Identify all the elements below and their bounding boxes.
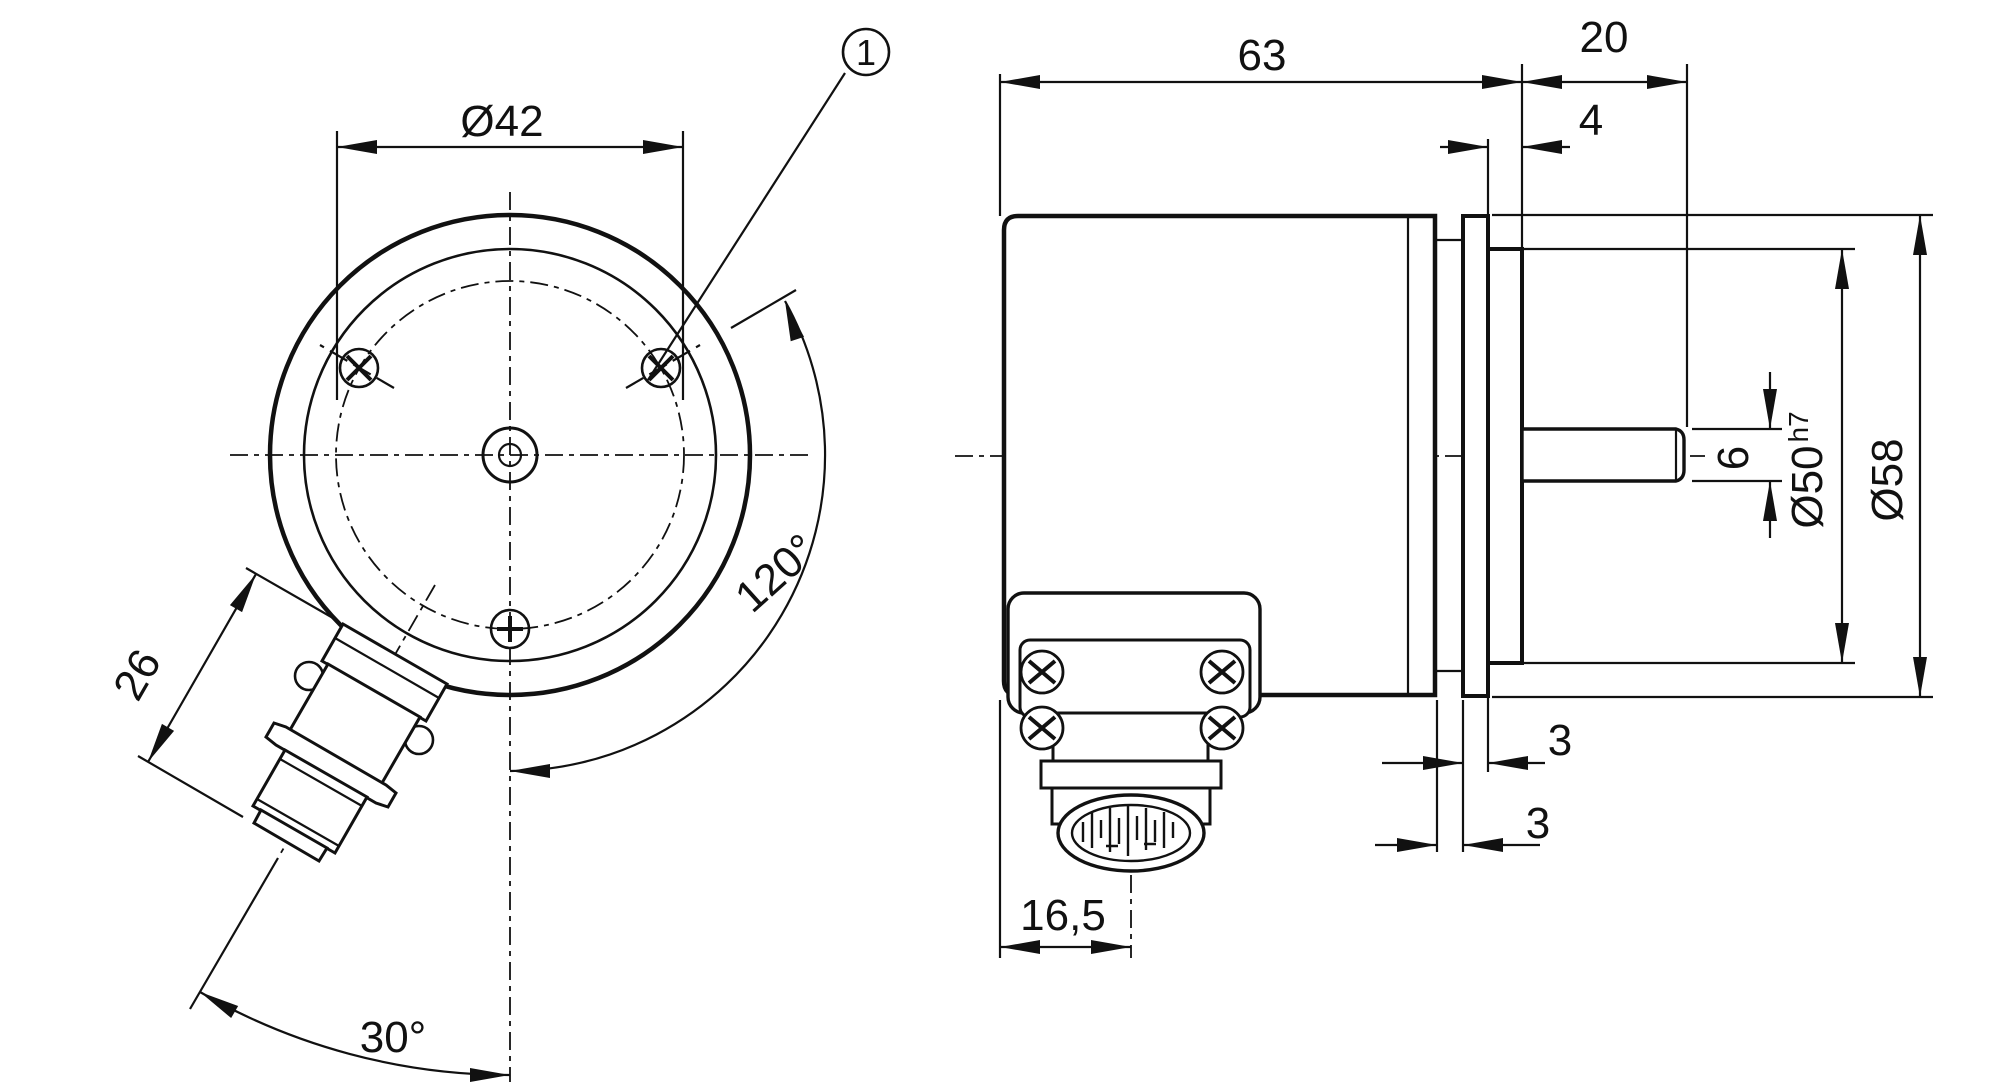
connector-collar-line <box>334 637 440 699</box>
connector-cap-lines <box>256 758 363 847</box>
connector-face-inner <box>1070 803 1192 863</box>
dim-shaft-diameter: 6 <box>1692 372 1782 538</box>
front-view: Ø42 26 120° 30° 1 <box>104 27 891 1082</box>
mounting-screws <box>338 347 682 650</box>
dim-shaft-protrusion: 20 <box>1522 13 1689 427</box>
callout-leader-line <box>647 72 846 381</box>
dim-connector-offset: 16,5 <box>998 700 1131 958</box>
dim-groove-front-ext-lines <box>1461 668 1490 852</box>
flange-screw-bottom-right <box>1199 705 1245 751</box>
dim-shaft-protrusion-label: 20 <box>1580 13 1629 62</box>
screw-top-right <box>640 347 682 389</box>
housing-outer-circle <box>267 212 753 698</box>
connector-tip <box>251 807 330 864</box>
connector-flange-screws <box>1019 649 1245 751</box>
spigot-diameter-value: Ø50 <box>1783 445 1832 528</box>
dim-total-length-ext-lines <box>998 64 1524 428</box>
dim-spigot-diameter: Ø50h7 <box>1495 247 1855 665</box>
dim-mount-angle: 30° <box>196 985 511 1082</box>
connector-ring <box>264 721 398 809</box>
dim-shaft-diameter-ext-lines <box>1692 427 1782 483</box>
connector-ring <box>1039 759 1223 790</box>
callout-1: 1 <box>647 27 891 381</box>
connector-pins <box>1081 806 1175 856</box>
front-connector <box>250 621 450 864</box>
shaft <box>1520 427 1686 483</box>
spigot <box>1486 247 1524 665</box>
dim-groove-front: 3 <box>1382 668 1572 852</box>
dim-connector-length-ext-lines <box>137 567 334 818</box>
screw-bottom <box>489 608 531 650</box>
front-centerlines <box>189 192 810 1082</box>
dim-groove-front-label: 3 <box>1548 716 1572 765</box>
dim-screw-spacing-arc <box>509 300 827 773</box>
flange-screw-top-right <box>1199 649 1245 695</box>
dim-spigot-diameter-label: Ø50h7 <box>1783 411 1832 528</box>
dim-housing-diameter: Ø58 <box>1492 213 1933 699</box>
connector-cap <box>250 747 370 856</box>
dim-total-length: 63 <box>998 31 1524 428</box>
dim-bolt-circle-label: Ø42 <box>460 97 543 146</box>
flange-plate <box>1461 214 1490 698</box>
dim-spigot-diameter-ext-lines <box>1495 247 1855 665</box>
dim-total-length-label: 63 <box>1238 31 1287 80</box>
flange-screw-top-left <box>1019 649 1065 695</box>
dim-shaft-diameter-label: 6 <box>1709 446 1758 470</box>
screw-top-left <box>338 347 380 389</box>
dim-bolt-circle-ext-lines <box>335 131 685 400</box>
connector-neck <box>1051 711 1210 763</box>
dim-spigot-length: 4 <box>1440 96 1603 243</box>
callout-circle <box>841 27 891 77</box>
shaft-circle <box>481 426 539 484</box>
dim-screw-spacing-ext-line <box>730 289 797 329</box>
dim-housing-diameter-label: Ø58 <box>1863 438 1912 521</box>
spigot-fit-tolerance: h7 <box>1783 411 1814 442</box>
dim-bolt-circle: Ø42 <box>335 97 685 400</box>
dim-connector-offset-label: 16,5 <box>1020 891 1106 940</box>
shaft-center-hole <box>497 442 523 468</box>
flange-circle <box>302 247 718 663</box>
dim-mount-angle-arc <box>199 991 511 1077</box>
dim-mount-angle-label: 30° <box>360 1013 427 1062</box>
groove-root-lines <box>1435 238 1463 673</box>
dim-screw-spacing-label: 120° <box>726 525 826 622</box>
side-connector <box>1006 591 1262 873</box>
dim-groove-rear-label: 3 <box>1526 799 1550 848</box>
flange-screw-bottom-left <box>1019 705 1065 751</box>
connector-face-outer <box>1056 793 1206 873</box>
callout-number: 1 <box>856 32 876 73</box>
dim-spigot-length-label: 4 <box>1579 96 1603 145</box>
dim-groove-rear: 3 <box>1375 700 1550 852</box>
side-view: 63 20 4 16,5 <box>955 13 1933 958</box>
dim-housing-diameter-ext-lines <box>1492 213 1933 699</box>
dim-connector-length-label: 26 <box>104 641 171 708</box>
connector-axis-extension <box>189 857 279 1010</box>
